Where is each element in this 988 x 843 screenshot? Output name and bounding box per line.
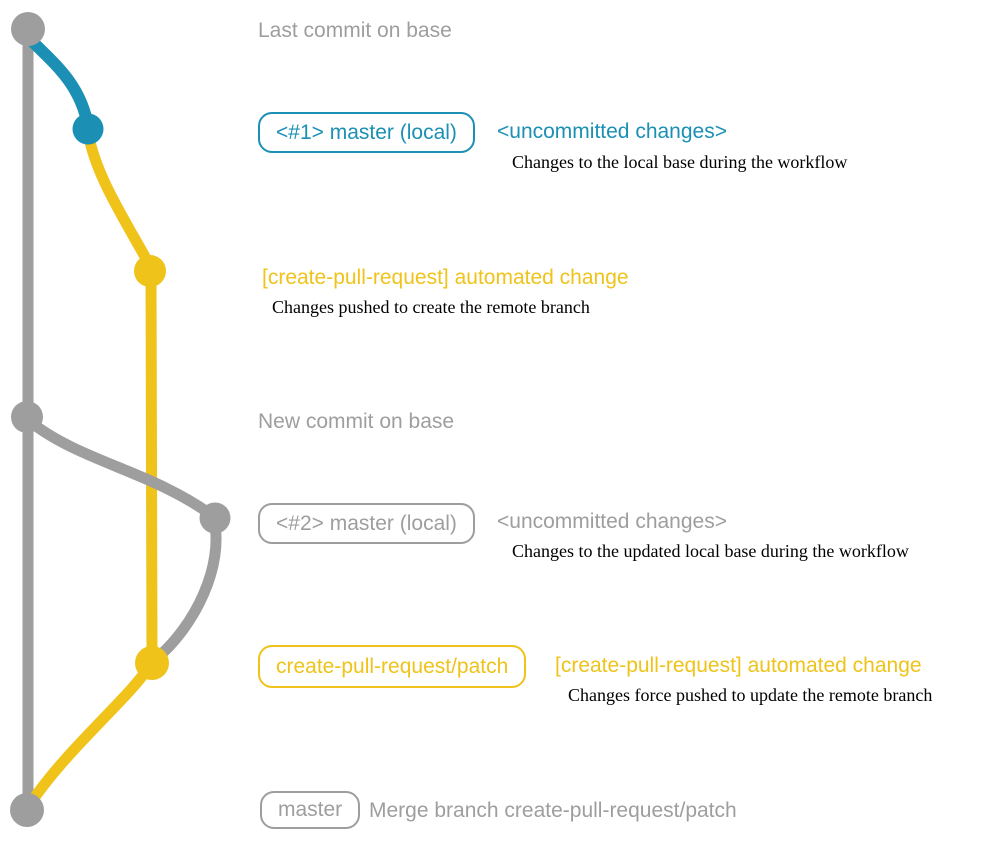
uncommitted-changes-heading-2: <uncommitted changes> [497,510,727,533]
base-update-curve-2 [150,514,222,665]
branch-badge-master-label: master [278,798,343,821]
annotation-last-commit: Last commit on base [258,19,452,42]
local-change-curve-1 [23,32,94,132]
branch-badge-master-local-2: <#2> master (local) [258,503,475,544]
annotation-new-commit: New commit on base [258,410,455,433]
merge-curve [24,661,155,810]
commit-dot-merge [10,793,44,827]
commit-dot-remote-1 [134,255,166,287]
base-update-curve-1 [22,414,219,522]
commit-dot-new-base [11,401,43,433]
commit-dot-local-1 [72,113,104,145]
branch-badge-patch: create-pull-request/patch [258,645,527,688]
automated-change-heading-2: [create-pull-request] automated change [555,654,922,677]
automated-change-detail-2: Changes force pushed to update the remot… [568,685,933,705]
remote-branch-curve-1 [82,126,155,270]
remote-branch-line [145,267,158,661]
branch-badge-patch-label: create-pull-request/patch [276,654,509,678]
branch-badge-master-local-1-label: <#1> master (local) [276,120,457,144]
uncommitted-changes-detail-2: Changes to the updated local base during… [512,541,909,561]
automated-change-heading-1: [create-pull-request] automated change [262,266,629,289]
uncommitted-changes-detail-1: Changes to the local base during the wor… [512,152,848,172]
automated-change-detail-1: Changes pushed to create the remote bran… [272,297,590,317]
annotation-merge-message: Merge branch create-pull-request/patch [369,799,737,822]
commit-dot-remote-2 [135,646,169,680]
branch-badge-master-local-1: <#1> master (local) [258,112,475,153]
commit-dot-last-base [11,12,45,46]
uncommitted-changes-heading-1: <uncommitted changes> [497,120,727,143]
commit-dot-local-2 [199,502,231,534]
branch-badge-master-local-2-label: <#2> master (local) [276,511,457,535]
branch-badge-master: master [260,791,361,829]
